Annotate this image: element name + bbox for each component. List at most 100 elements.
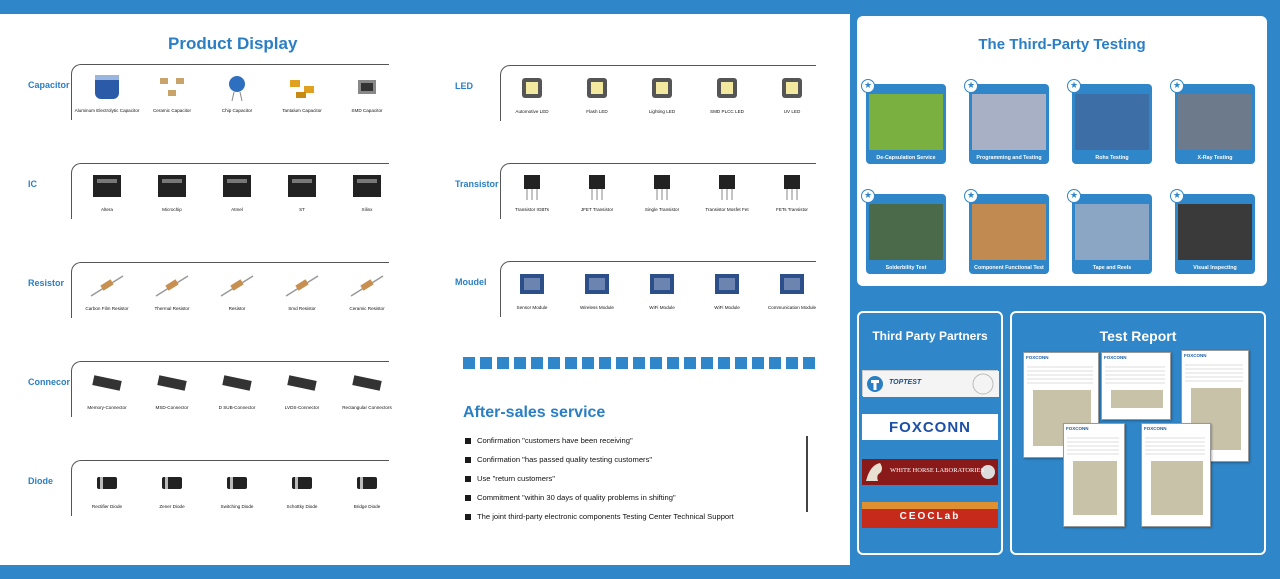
product-caption: ST	[299, 207, 305, 212]
after-sales-list: Confirmation "customers have been receiv…	[465, 431, 734, 526]
product-caption: Ceramic Capacitor	[152, 108, 192, 113]
product-caption: Altera	[100, 207, 113, 212]
square-bullet-icon	[465, 456, 471, 463]
report-brand: FOXCONN	[1144, 426, 1167, 431]
star-icon: ★	[964, 79, 978, 93]
product-image	[219, 369, 255, 399]
product-image	[579, 73, 615, 103]
after-sales-title: After-sales service	[463, 404, 606, 421]
product-image	[774, 73, 810, 103]
product-caption: Lighting LED	[648, 109, 676, 114]
product-item: Automotive LED	[495, 73, 569, 114]
star-icon: ★	[1067, 79, 1081, 93]
product-caption: JFET Transistor	[580, 207, 614, 212]
category-label: Moudel	[455, 277, 487, 287]
product-image	[154, 270, 190, 300]
product-image	[709, 269, 745, 299]
product-caption: Aluminum Electrolytic Capacitor	[74, 108, 140, 113]
third-party-testing-title: The Third-Party Testing	[978, 36, 1146, 53]
test-report-title: Test Report	[1099, 328, 1177, 344]
product-image	[709, 73, 745, 103]
category-row	[500, 261, 816, 317]
partners-title: Third Party Partners	[872, 329, 988, 343]
product-panel	[0, 14, 850, 565]
product-item: LVDS-Connector	[265, 369, 339, 410]
product-item: Rectangular Connectors	[330, 369, 404, 410]
product-item: Schottky Diode	[265, 468, 339, 509]
product-caption: FETs Transistor	[776, 207, 808, 212]
partner-logo-white-horse: WHITE HORSE LABORATORIES	[862, 459, 998, 485]
testing-card: ★Solderbility Test	[861, 189, 946, 274]
product-caption: Automotive LED	[515, 109, 549, 114]
report-brand: FOXCONN	[1104, 355, 1127, 360]
report-brand: FOXCONN	[1026, 355, 1049, 360]
product-image	[709, 171, 745, 201]
product-item: Bridge Diode	[330, 468, 404, 509]
square-bullet-icon	[465, 513, 471, 520]
product-caption: D SUB-Connector	[218, 405, 256, 410]
product-item: SMD PLCC LED	[690, 73, 764, 114]
product-item: Communication Module	[755, 269, 829, 310]
product-display-title: Product Display	[168, 34, 298, 53]
product-image	[514, 171, 550, 201]
product-image	[89, 369, 125, 399]
partner-logo-foxconn: FOXCONN	[862, 414, 998, 440]
list-item: The joint third-party electronic compone…	[465, 507, 734, 526]
testing-card: ★Programming and Testing	[964, 79, 1049, 164]
product-item: Atmel	[200, 171, 274, 212]
testing-card: ★De-Capsulation Service	[861, 79, 946, 164]
product-item: Switching Diode	[200, 468, 274, 509]
product-image	[89, 468, 125, 498]
product-item: WiFi Module	[625, 269, 699, 310]
testing-card: ★Visual Inspecting	[1170, 189, 1255, 274]
product-caption: Resistor	[228, 306, 246, 311]
product-image	[644, 269, 680, 299]
testing-photo	[869, 204, 943, 260]
star-icon: ★	[964, 189, 978, 203]
product-image	[89, 72, 125, 102]
star-icon: ★	[1170, 189, 1184, 203]
testing-card: ★ Rohs Testing	[1067, 79, 1152, 164]
testing-card: ★ Component Functional Test	[964, 189, 1049, 274]
product-caption: Transistor IGBTs	[514, 207, 550, 212]
product-item: WiFi Module	[690, 269, 764, 310]
product-item: Rectifier Diode	[70, 468, 144, 509]
product-image	[644, 171, 680, 201]
product-item: Thermal Resistor	[135, 270, 209, 311]
product-image	[349, 270, 385, 300]
testing-card-label: Rohs Testing	[1095, 155, 1129, 161]
category-row	[500, 65, 816, 121]
report-document: FOXCONN	[1101, 352, 1171, 420]
product-item: Transistor Mosfet Fet	[690, 171, 764, 212]
report-document: FOXCONN	[1141, 423, 1211, 527]
product-item: Memory-Connector	[70, 369, 144, 410]
partner-logo-toptest: TOPTEST	[862, 370, 999, 397]
star-icon: ★	[1067, 189, 1081, 203]
report-brand: FOXCONN	[1066, 426, 1089, 431]
product-item: Carbon Film Resistor	[70, 270, 144, 311]
product-image	[579, 269, 615, 299]
product-image	[774, 171, 810, 201]
product-item: Flash LED	[560, 73, 634, 114]
product-image	[774, 269, 810, 299]
testing-card-label: Component Functional Test	[974, 265, 1044, 271]
product-item: Microchip	[135, 171, 209, 212]
product-item: MSD-Connector	[135, 369, 209, 410]
product-caption: Transistor Mosfet Fet	[705, 207, 749, 212]
testing-card: ★X-Ray Testing	[1170, 79, 1255, 164]
star-icon: ★	[1170, 79, 1184, 93]
product-caption: Memory-Connector	[87, 405, 127, 410]
product-item: JFET Transistor	[560, 171, 634, 212]
product-item: ST	[265, 171, 339, 212]
report-document: FOXCONN	[1063, 423, 1125, 527]
product-caption: Chip Capacitor	[221, 108, 253, 113]
testing-photo	[1178, 94, 1252, 150]
product-image	[154, 72, 190, 102]
product-image	[284, 270, 320, 300]
partner-logo-ceoclab: CEOCLab	[862, 502, 998, 528]
category-label: IC	[28, 179, 37, 189]
product-image	[89, 270, 125, 300]
testing-card: ★Tape and Reels	[1067, 189, 1152, 274]
testing-card-label: Solderbility Test	[885, 265, 927, 271]
product-image	[219, 171, 255, 201]
